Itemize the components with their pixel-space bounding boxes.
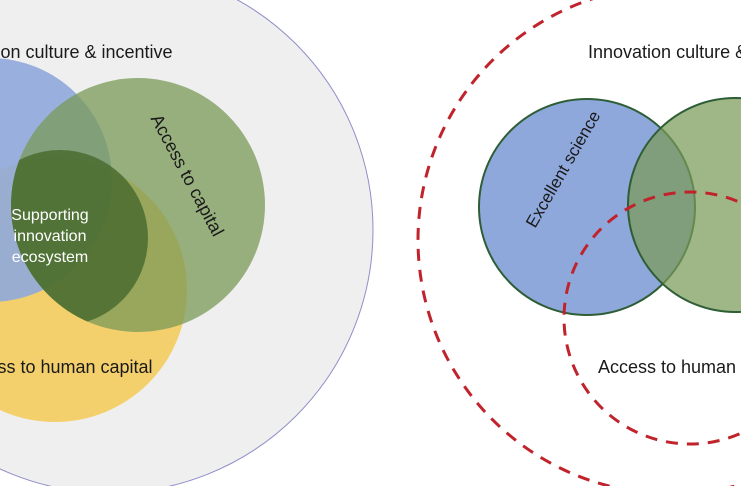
right-capital-circle (627, 97, 741, 313)
left-center-label-line-1: Supporting (11, 207, 88, 224)
right-diagram: Innovation culture & incentive Excellent… (416, 0, 741, 486)
left-outer-label: Innovation culture & incentive (0, 42, 173, 62)
left-human-capital-label: Access to human capital (0, 357, 153, 377)
left-diagram: Innovation culture & incentive Access to… (0, 0, 374, 486)
left-center-label-line-2: innovation (14, 228, 87, 245)
right-human-capital-dashed-circle (562, 190, 741, 446)
right-human-capital-label: Access to human capital (598, 357, 741, 377)
left-center-label-line-3: ecosystem (12, 249, 88, 266)
right-outer-label: Innovation culture & incentive (588, 42, 741, 62)
